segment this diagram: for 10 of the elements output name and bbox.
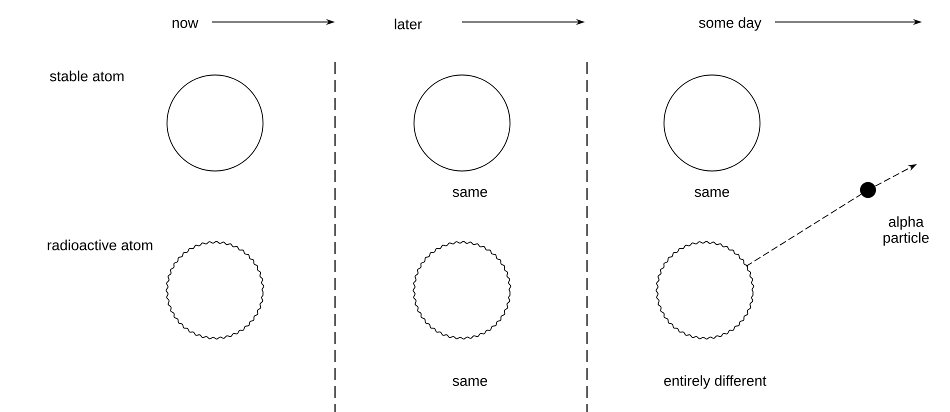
atom-circle xyxy=(664,74,760,172)
atom-caption: same xyxy=(452,378,488,386)
atom-caption: same xyxy=(452,189,488,197)
atom-caption: entirely different xyxy=(664,375,766,389)
time-label: now xyxy=(172,20,198,28)
atom-circle xyxy=(414,74,510,172)
atom-caption: same xyxy=(694,189,730,197)
particle-dot xyxy=(860,182,876,198)
particle-label: alpha particle xyxy=(884,216,929,246)
atom-circle xyxy=(166,74,264,172)
